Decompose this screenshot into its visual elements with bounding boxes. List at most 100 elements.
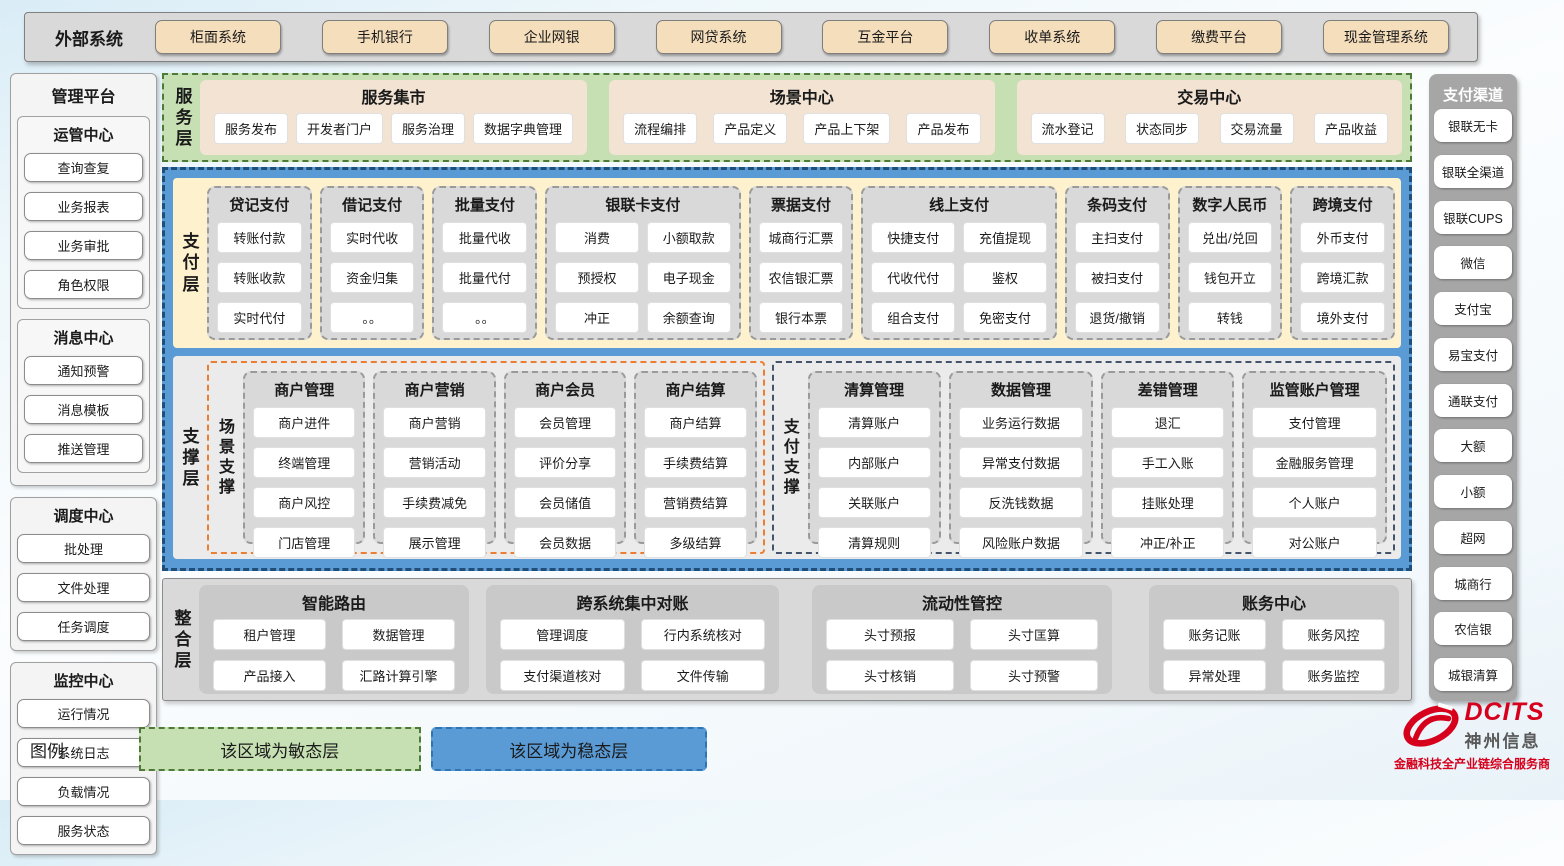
module-button: 金融服务管理 — [1252, 447, 1378, 478]
management-platform-sidebar: 管理平台 运管中心查询查复业务报表业务审批角色权限消息中心通知预警消息模板推送管… — [10, 73, 157, 866]
module-button: 关联账户 — [817, 487, 931, 518]
legend-label: 图例: — [30, 741, 69, 761]
scenario-support-columns: 商户管理商户进件终端管理商户风控门店管理商户营销商户营销营销活动手续费减免展示管… — [243, 367, 757, 558]
integration-panel-title: 智能路由 — [301, 596, 366, 613]
payment-layer-label: 支付层 — [182, 232, 200, 294]
service-center-panel-items: 流程编排产品定义产品上下架产品发布 — [619, 108, 984, 148]
module-button: 手工入账 — [1111, 447, 1225, 478]
payment-module: 跨境支付外币支付跨境汇款境外支付 — [1290, 186, 1396, 340]
integration-panel-title: 跨系统集中对账 — [576, 596, 689, 613]
module-button: 异常处理 — [1163, 660, 1266, 691]
management-group-title: 运管中心 — [53, 127, 114, 144]
payment-channel-box: 微信 — [1434, 246, 1512, 280]
dcits-company-name: 神州信息 — [1464, 732, 1541, 751]
service-center-panel: 服务集市服务发布开发者门户服务治理数据字典管理 — [200, 80, 588, 155]
module-button: 产品上下架 — [803, 112, 891, 144]
integration-layer-panels: 智能路由租户管理数据管理产品接入汇路计算引擎跨系统集中对账管理调度行内系统核对支… — [199, 585, 1399, 694]
module-button: 服务治理 — [391, 112, 466, 144]
payment-module: 借记支付实时代收资金归集。。 — [319, 186, 425, 340]
payment-module-items: 转账付款转账收款实时代付 — [217, 222, 302, 333]
module-button: 免密支付 — [963, 302, 1047, 333]
payment-module-title: 批量支付 — [454, 197, 515, 214]
module-button: 门店管理 — [253, 527, 356, 558]
scenario-support-module-title: 商户营销 — [404, 382, 465, 399]
module-button: 产品定义 — [713, 112, 788, 144]
payment-channel-box: 农信银 — [1434, 612, 1512, 646]
module-button: 转账收款 — [217, 262, 302, 293]
module-button: 数据管理 — [342, 619, 455, 650]
payment-support-module-items: 业务运行数据异常支付数据反洗钱数据风险账户数据 — [958, 407, 1084, 558]
dcits-brand: DCITS — [1464, 698, 1545, 726]
management-platform-title: 管理平台 — [51, 89, 116, 106]
module-button: 交易流量 — [1219, 112, 1294, 144]
module-button: 商户结算 — [644, 407, 747, 438]
payment-module-items: 批量代收批量代付。。 — [442, 222, 528, 333]
module-button: 对公账户 — [1252, 527, 1378, 558]
module-button: 批量代付 — [442, 262, 528, 293]
module-button: 代收代付 — [871, 262, 956, 293]
module-button: 清算账户 — [817, 407, 931, 438]
module-button: 实时代付 — [217, 302, 302, 333]
module-button: 头寸预警 — [970, 660, 1098, 691]
payment-module-title: 数字人民币 — [1192, 197, 1268, 214]
module-button: 通知预警 — [24, 356, 143, 385]
scenario-support-module-items: 商户营销营销活动手续费减免展示管理 — [383, 407, 486, 558]
module-button: 流水登记 — [1030, 112, 1105, 144]
module-button: 营销活动 — [383, 447, 486, 478]
service-layer-panels: 服务集市服务发布开发者门户服务治理数据字典管理场景中心流程编排产品定义产品上下架… — [200, 80, 1402, 155]
module-button: 业务审批 — [24, 231, 143, 260]
module-button: 境外支付 — [1300, 302, 1386, 333]
service-center-panel-items: 服务发布开发者门户服务治理数据字典管理 — [210, 108, 577, 148]
module-button: 资金归集 — [329, 262, 415, 293]
module-button: 批处理 — [17, 534, 150, 563]
module-button: 服务发布 — [214, 112, 289, 144]
management-standalone-groups: 调度中心批处理文件处理任务调度监控中心运行情况系统日志负载情况服务状态 — [10, 497, 157, 855]
service-center-panel: 场景中心流程编排产品定义产品上下架产品发布 — [609, 80, 995, 155]
payment-support-label: 支付支撑 — [783, 418, 800, 496]
payment-module-title: 票据支付 — [771, 197, 832, 214]
dcits-logo-text: DCITS 神州信息 — [1465, 700, 1545, 752]
module-button: 被扫支付 — [1074, 262, 1160, 293]
module-button: 充值提现 — [963, 222, 1047, 253]
module-button: 退货/撤销 — [1074, 302, 1160, 333]
payment-layer-columns: 贷记支付转账付款转账收款实时代付借记支付实时代收资金归集。。批量支付批量代收批量… — [207, 182, 1396, 344]
service-center-panel-title: 场景中心 — [769, 90, 834, 107]
module-button: 转钱 — [1187, 302, 1273, 333]
module-button: 运行情况 — [17, 699, 150, 728]
payment-channel-box: 银联全渠道 — [1434, 154, 1512, 188]
integration-panel-items: 租户管理数据管理产品接入汇路计算引擎 — [213, 619, 455, 691]
module-button: 个人账户 — [1252, 487, 1378, 518]
management-group-items: 批处理文件处理任务调度 — [17, 534, 150, 641]
module-button: 汇路计算引擎 — [342, 660, 455, 691]
module-button: 产品发布 — [906, 112, 981, 144]
payment-support-module-items: 清算账户内部账户关联账户清算规则 — [817, 407, 931, 558]
module-button: 文件处理 — [17, 573, 150, 602]
module-button: 主扫支付 — [1074, 222, 1160, 253]
external-systems-label: 外部系统 — [55, 29, 123, 49]
payment-module-items: 快捷支付充值提现代收代付鉴权组合支付免密支付 — [871, 222, 1047, 333]
module-button: 角色权限 — [24, 270, 143, 299]
payment-module: 银联卡支付消费小额取款预授权电子现金冲正余额查询 — [545, 186, 741, 340]
module-button: 状态同步 — [1125, 112, 1200, 144]
payment-module-items: 消费小额取款预授权电子现金冲正余额查询 — [555, 222, 731, 333]
legend-agile-box: 该区域为敏态层 — [138, 727, 421, 771]
service-center-panel-title: 交易中心 — [1177, 90, 1242, 107]
payment-channel-box: 易宝支付 — [1434, 337, 1512, 371]
module-button: 清算规则 — [817, 527, 931, 558]
management-group-items: 通知预警消息模板推送管理 — [24, 356, 143, 463]
payment-module: 数字人民币兑出/兑回钱包开立转钱 — [1177, 186, 1283, 340]
payment-module-title: 借记支付 — [342, 197, 403, 214]
module-button: 评价分享 — [513, 447, 617, 478]
module-button: 业务运行数据 — [958, 407, 1084, 438]
module-button: 展示管理 — [383, 527, 486, 558]
module-button: 产品接入 — [213, 660, 326, 691]
payment-support-columns: 清算管理清算账户内部账户关联账户清算规则数据管理业务运行数据异常支付数据反洗钱数… — [807, 367, 1388, 558]
service-center-panel-items: 流水登记状态同步交易流量产品收益 — [1027, 108, 1392, 148]
dcits-swirl-icon — [1403, 702, 1458, 747]
module-button: 商户进件 — [253, 407, 356, 438]
module-button: 。。 — [329, 302, 415, 333]
payment-module-items: 实时代收资金归集。。 — [329, 222, 415, 333]
module-button: 农信银汇票 — [758, 262, 844, 293]
module-button: 电子现金 — [646, 262, 731, 293]
payment-channel-box: 银联CUPS — [1434, 200, 1512, 234]
